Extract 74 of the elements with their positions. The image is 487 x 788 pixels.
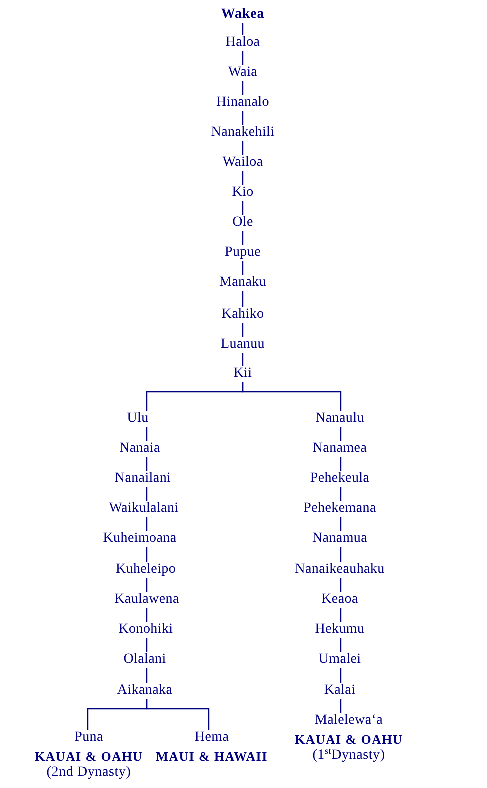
connector-line bbox=[242, 261, 244, 275]
connector-line bbox=[340, 578, 342, 592]
connector-line bbox=[242, 171, 244, 185]
dynasty-note: (2nd Dynasty) bbox=[46, 765, 132, 780]
person-name: Nanakehili bbox=[211, 125, 275, 141]
person-name: Nanaulu bbox=[316, 411, 364, 427]
person-name: Kuheleipo bbox=[116, 562, 176, 578]
person-name: Keaoa bbox=[322, 592, 358, 608]
region-label: KAUAI & OAHU bbox=[34, 748, 144, 765]
person-name: Konohiki bbox=[118, 622, 174, 638]
connector-line bbox=[146, 578, 148, 592]
connector-line bbox=[146, 699, 210, 730]
person-name: Kaulawena bbox=[114, 592, 180, 608]
connector-line bbox=[242, 201, 244, 215]
person-name: Ulu bbox=[127, 411, 149, 427]
person-name: Puna bbox=[74, 730, 104, 746]
connector-line bbox=[146, 638, 148, 652]
connector-line bbox=[242, 81, 244, 95]
connector-line bbox=[340, 668, 342, 683]
connector-line bbox=[242, 291, 244, 307]
person-name: Umalei bbox=[318, 652, 362, 668]
person-name: Pehekeula bbox=[310, 471, 370, 487]
connector-line bbox=[340, 517, 342, 531]
person-name: Kuheimoana bbox=[103, 531, 177, 547]
person-name: Nanamua bbox=[312, 531, 368, 547]
person-name: Waikulalani bbox=[109, 501, 179, 517]
person-name: Pehekemana bbox=[304, 501, 376, 517]
person-name: Luanuu bbox=[221, 337, 265, 353]
person-name: Hinanalo bbox=[216, 95, 270, 111]
connector-line bbox=[146, 608, 148, 622]
person-name: Wakea bbox=[221, 7, 265, 23]
person-name: Wailoa bbox=[222, 155, 264, 171]
connector-line bbox=[242, 51, 244, 65]
connector-line bbox=[340, 638, 342, 652]
person-name: Nanamea bbox=[312, 441, 368, 457]
person-name: Hekumu bbox=[315, 622, 365, 638]
region-label: KAUAI & OAHU bbox=[294, 731, 404, 748]
person-name: Kahiko bbox=[222, 307, 264, 323]
person-name: Aikanaka bbox=[117, 683, 173, 699]
connector-line bbox=[242, 382, 342, 411]
person-name: Pupue bbox=[225, 245, 261, 261]
connector-line bbox=[340, 457, 342, 471]
connector-line bbox=[242, 323, 244, 337]
person-name: Hema bbox=[194, 730, 230, 746]
connector-line bbox=[340, 699, 342, 713]
connector-line bbox=[146, 457, 148, 471]
connector-line bbox=[242, 353, 244, 366]
connector-line bbox=[146, 547, 148, 562]
connector-line bbox=[242, 231, 244, 245]
person-name: Kii bbox=[234, 366, 252, 382]
region-label: MAUI & HAWAII bbox=[156, 748, 268, 765]
connector-line bbox=[340, 487, 342, 501]
person-name: Nanailani bbox=[114, 471, 172, 487]
connector-line bbox=[340, 547, 342, 562]
connector-line bbox=[146, 427, 148, 441]
person-name: Malelewa‘a bbox=[314, 713, 384, 729]
connector-line bbox=[146, 487, 148, 501]
connector-line bbox=[242, 141, 244, 155]
person-name: Nanaikeauhaku bbox=[295, 562, 385, 578]
connector-line bbox=[242, 23, 244, 35]
connector-line bbox=[340, 427, 342, 441]
connector-line bbox=[242, 111, 244, 125]
person-name: Kalai bbox=[324, 683, 356, 699]
connector-line bbox=[146, 517, 148, 531]
connector-line bbox=[146, 668, 148, 683]
person-name: Manaku bbox=[219, 275, 267, 291]
person-name: Kio bbox=[232, 185, 254, 201]
person-name: Waia bbox=[228, 65, 258, 81]
connector-line bbox=[340, 608, 342, 622]
person-name: Ole bbox=[232, 215, 254, 231]
dynasty-note: (1$^{st}$Dynasty) bbox=[312, 748, 386, 763]
person-name: Olalani bbox=[124, 652, 166, 668]
person-name: Nanaia bbox=[120, 441, 160, 457]
person-name: Haloa bbox=[226, 35, 260, 51]
